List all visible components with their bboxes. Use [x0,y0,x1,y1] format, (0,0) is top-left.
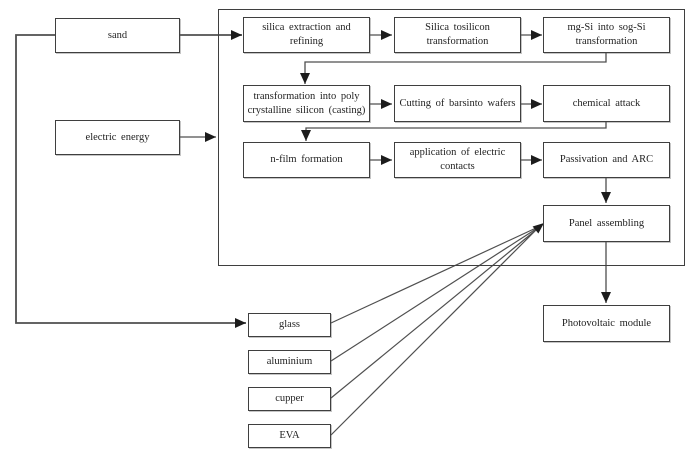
edge-sand-glass [15,34,246,328]
node-n-film: n-film formation [243,142,370,178]
node-silica-extraction-label: silica extraction and refining [262,22,351,47]
node-sand: sand [55,18,180,53]
node-photovoltaic-module-label: Photovoltaic module [561,317,652,329]
node-electric-contacts-label: application of electric contacts [409,147,506,172]
edge-cupper-panel [330,229,537,399]
node-cutting-wafers: Cutting of barsinto wafers [394,85,521,122]
node-silica-to-silicon: Silica tosilicon transformation [394,17,521,53]
node-photovoltaic-module: Photovoltaic module [543,305,670,342]
node-glass: glass [248,313,331,337]
node-passivation-arc-label: Passivation and ARC [559,154,654,166]
node-cupper-label: cupper [275,393,304,405]
edge-aluminium-panel [330,228,537,362]
node-electric-energy: electric energy [55,120,180,155]
node-cutting-wafers-label: Cutting of barsinto wafers [399,97,516,109]
node-passivation-arc: Passivation and ARC [543,142,670,178]
edge-mgsi-casting [300,53,607,84]
process-container [218,9,685,266]
node-chemical-attack: chemical attack [543,85,670,122]
node-glass-label: glass [279,319,300,331]
node-mg-si-sog-si: mg-Si into sog-Si transformation [543,17,670,53]
node-electric-energy-label: electric energy [85,131,150,143]
node-eva-label: EVA [279,430,300,442]
edge-chemical-nfilm [301,122,607,141]
node-n-film-label: n-film formation [270,154,343,166]
node-aluminium: aluminium [248,350,331,374]
node-silica-extraction: silica extraction and refining [243,17,370,53]
node-chemical-attack-label: chemical attack [572,97,641,109]
node-electric-contacts: application of electric contacts [394,142,521,178]
node-sand-label: sand [107,29,128,41]
node-eva: EVA [248,424,331,448]
node-mg-si-sog-si-label: mg-Si into sog-Si transformation [567,22,646,47]
edge-glass-panel [330,227,537,324]
node-panel-assembling: Panel assembling [543,205,670,242]
node-aluminium-label: aluminium [266,356,313,368]
node-poly-casting-label: transformation into poly crystalline sil… [247,90,366,116]
node-cupper: cupper [248,387,331,411]
node-panel-assembling-label: Panel assembling [568,217,645,229]
node-silica-to-silicon-label: Silica tosilicon transformation [425,22,490,47]
node-poly-casting: transformation into poly crystalline sil… [243,85,370,122]
materials-arrowhead [532,223,544,234]
